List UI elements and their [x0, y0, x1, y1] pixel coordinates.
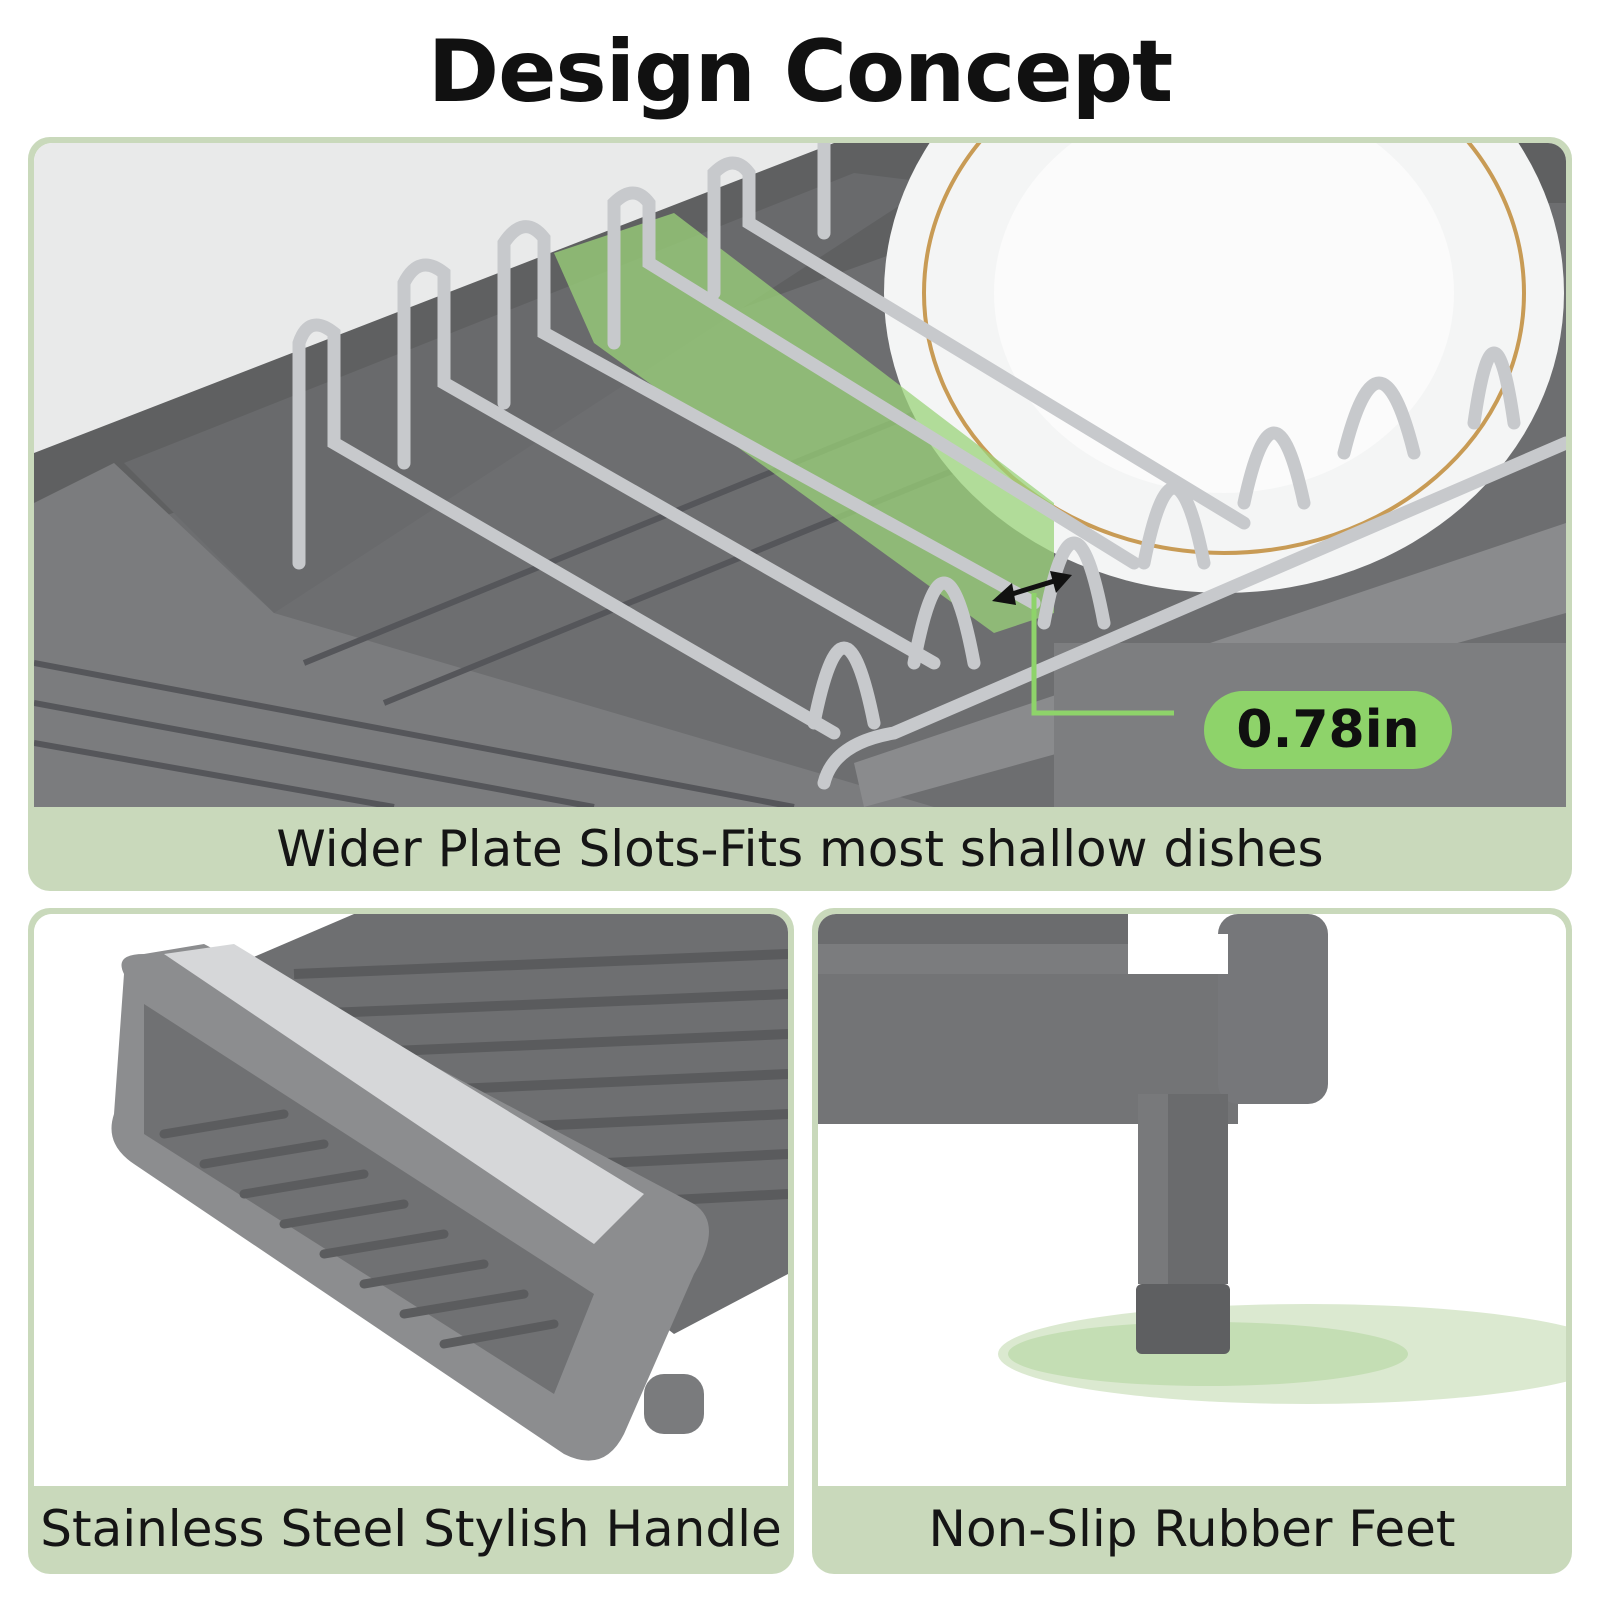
page-title: Design Concept — [427, 22, 1174, 122]
handle-illustration — [34, 914, 788, 1486]
rubber-feet-photo — [818, 914, 1566, 1486]
panel-rubber-feet: Non-Slip Rubber Feet — [812, 908, 1572, 1574]
panel-wider-plate-slots: 0.78in Wider Plate Slots-Fits most shall… — [28, 137, 1572, 891]
panel-stainless-handle: Stainless Steel Stylish Handle — [28, 908, 794, 1574]
rubber-feet-illustration — [818, 914, 1566, 1486]
panel-caption-wider-plate-slots: Wider Plate Slots-Fits most shallow dish… — [276, 820, 1324, 878]
width-double-arrow-icon — [992, 571, 1072, 605]
dish-rack-slots-photo: 0.78in — [34, 143, 1566, 807]
panel-caption-rubber-feet: Non-Slip Rubber Feet — [928, 1500, 1456, 1558]
panel-caption-stainless-handle: Stainless Steel Stylish Handle — [40, 1500, 782, 1558]
dish-rack-slots-illustration — [34, 143, 1566, 807]
slot-width-badge: 0.78in — [1204, 691, 1452, 769]
handle-photo — [34, 914, 788, 1486]
